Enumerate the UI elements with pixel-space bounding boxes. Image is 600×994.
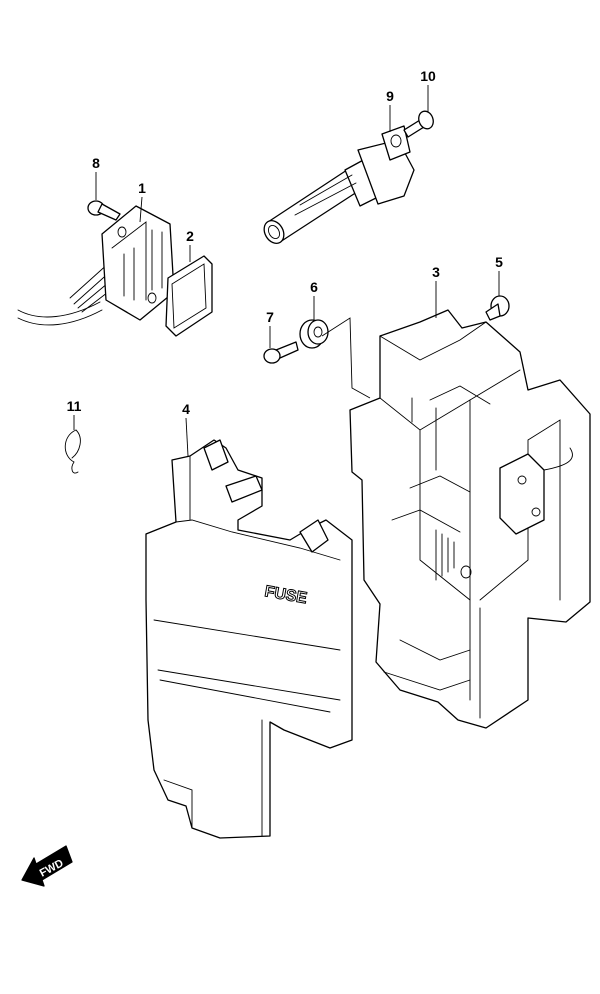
- gasket-part: [165, 255, 213, 337]
- clip-11-part: [64, 429, 81, 474]
- electrical-box-part: [349, 309, 591, 729]
- callout-11: 11: [67, 398, 82, 414]
- forward-direction-arrow: FWD: [21, 845, 73, 887]
- callout-5: 5: [495, 254, 503, 270]
- callout-4: 4: [182, 401, 190, 417]
- callouts: 1 2 3 4 5 6 7 8 9 10 11: [67, 68, 503, 457]
- callout-10: 10: [420, 68, 436, 84]
- callout-7: 7: [266, 309, 274, 325]
- callout-9: 9: [386, 88, 394, 104]
- callout-3: 3: [432, 264, 440, 280]
- grommet-part: [299, 319, 329, 349]
- bolt-10-part: [403, 110, 434, 138]
- callout-6: 6: [310, 279, 318, 295]
- bolt-8-part: [87, 200, 121, 221]
- callout-2: 2: [186, 228, 194, 244]
- clip-5-part: [485, 295, 510, 321]
- rectifier-regulator-part: [17, 205, 175, 326]
- ignition-coil-part: [263, 125, 415, 244]
- fuse-box-cover-part: FUSE: [145, 439, 353, 839]
- callout-8: 8: [92, 155, 100, 171]
- bolt-7-part: [263, 341, 299, 364]
- callout-1: 1: [138, 180, 146, 196]
